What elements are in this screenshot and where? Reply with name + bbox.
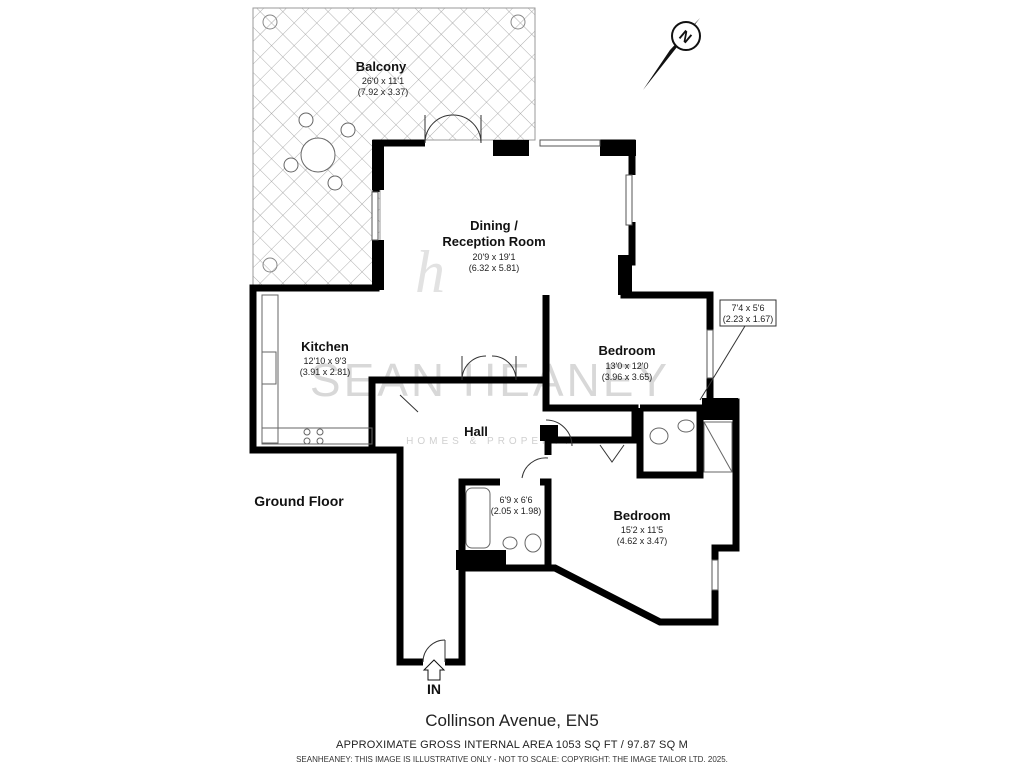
watermark-logo: h [415, 239, 445, 305]
kitchen-dims-metric: (3.91 x 2.81) [300, 367, 351, 377]
entrance-door [422, 639, 446, 663]
bedroom2-dims-metric: (4.62 x 3.47) [617, 536, 668, 546]
planter-icon [262, 14, 278, 30]
kitchen-dims-imperial: 12'10 x 9'3 [304, 356, 347, 366]
bedroom2-name: Bedroom [613, 508, 670, 523]
hob-icon [316, 428, 324, 436]
balcony-area [252, 7, 536, 289]
floor-label: Ground Floor [254, 493, 344, 509]
entrance-label: IN [427, 681, 441, 697]
hob-icon [303, 437, 311, 445]
bath-icon [465, 487, 491, 549]
hall-name: Hall [464, 424, 488, 439]
balcony-door [424, 114, 482, 144]
dining-dims-metric: (6.32 x 5.81) [469, 263, 520, 273]
bedroom1-dims-metric: (3.96 x 3.65) [602, 372, 653, 382]
balcony-name: Balcony [356, 59, 407, 74]
basin-icon [502, 536, 518, 550]
gross-internal-area: APPROXIMATE GROSS INTERNAL AREA 1053 SQ … [336, 739, 688, 751]
balcony-dims-metric: (7.92 x 3.37) [358, 87, 409, 97]
bedroom1-dims-imperial: 13'0 x 12'0 [606, 361, 649, 371]
wall-blocks [372, 140, 738, 570]
ensuite-callout: 7'4 x 5'6 (2.23 x 1.67) [699, 299, 777, 401]
toilet-icon [649, 427, 669, 445]
ensuite-dims-metric: (2.23 x 1.67) [723, 314, 774, 324]
compass: N [643, 18, 701, 90]
room-labels: Balcony 26'0 x 11'1 (7.92 x 3.37) Dining… [300, 59, 671, 546]
ensuite-dims-imperial: 7'4 x 5'6 [732, 303, 765, 313]
bathroom-dims-metric: (2.05 x 1.98) [491, 506, 542, 516]
patio-table-icon [283, 112, 356, 191]
watermark-subtext: HOMES & PROPERTY [406, 436, 574, 447]
dining-name-line2: Reception Room [442, 234, 545, 249]
dining-dims-imperial: 20'9 x 19'1 [473, 252, 516, 262]
basin-icon [677, 419, 695, 433]
bedroom1-name: Bedroom [598, 343, 655, 358]
ensuite-fittings [649, 419, 733, 473]
hob-icon [316, 437, 324, 445]
copyright-disclaimer: SEANHEANEY: THIS IMAGE IS ILLUSTRATIVE O… [296, 755, 728, 764]
toilet-icon [524, 533, 542, 553]
property-address: Collinson Avenue, EN5 [425, 711, 599, 730]
bedroom2-dims-imperial: 15'2 x 11'5 [621, 525, 663, 535]
internal-doors [399, 355, 625, 479]
compass-icon [671, 21, 701, 51]
entrance-arrow-icon [422, 659, 446, 681]
hob-icon [303, 428, 311, 436]
windows [371, 139, 719, 591]
balcony-dims-imperial: 26'0 x 11'1 [362, 76, 404, 86]
kitchen-name: Kitchen [301, 339, 349, 354]
dining-name-line1: Dining / [470, 218, 518, 233]
bathroom-dims-imperial: 6'9 x 6'6 [500, 495, 533, 505]
planter-icon [510, 14, 526, 30]
planter-icon [262, 257, 278, 273]
bathroom-fittings [465, 487, 542, 553]
sink-icon [261, 351, 277, 385]
kitchen-fittings [261, 294, 373, 445]
